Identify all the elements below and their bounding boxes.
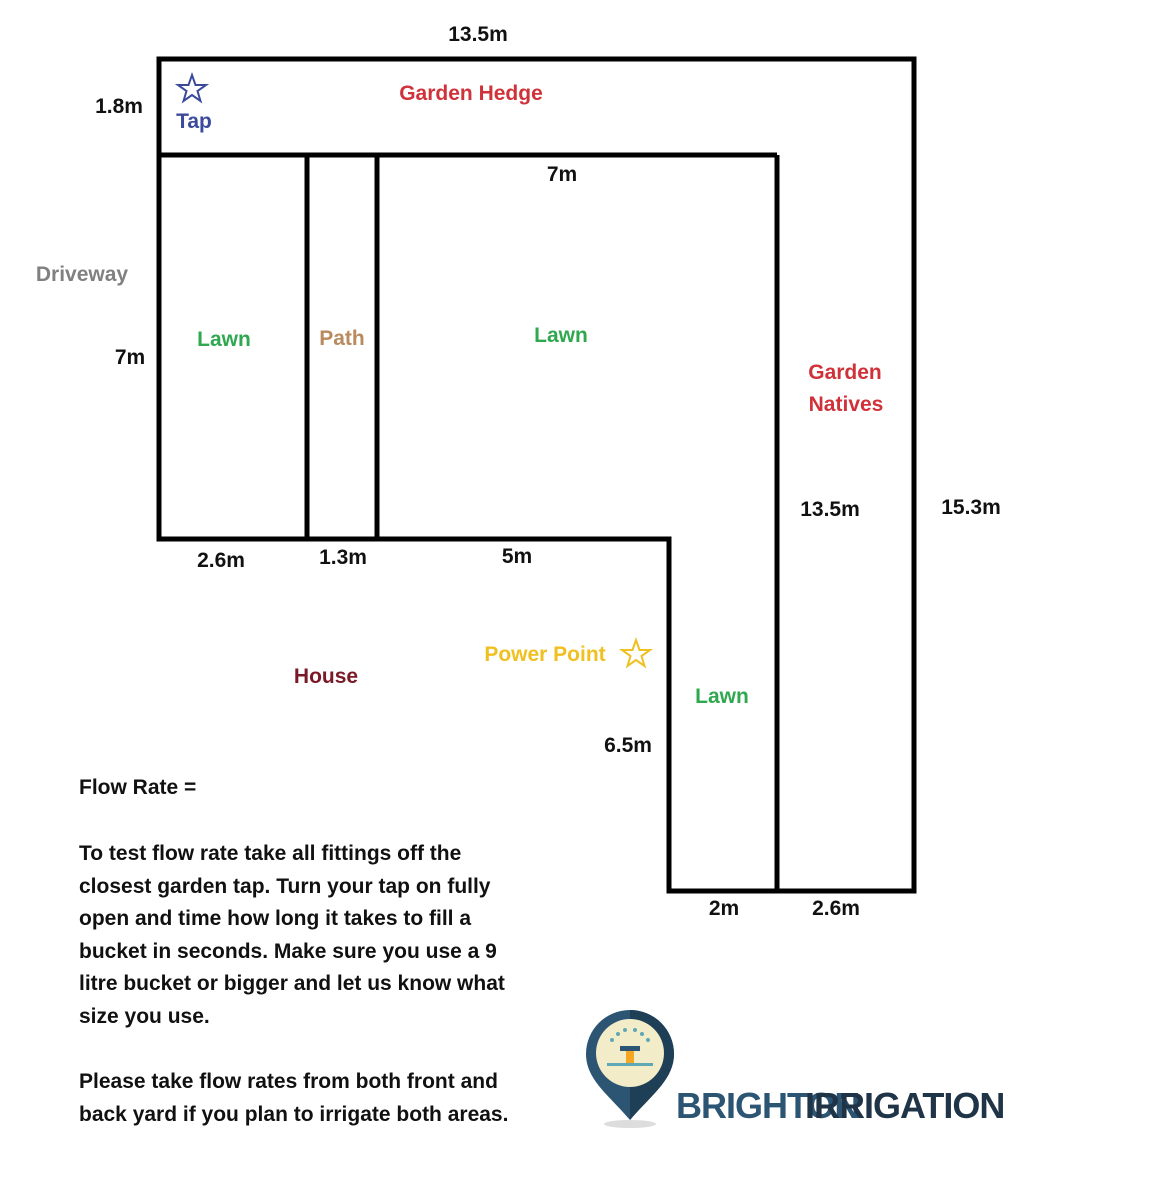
dim-inner-top: 7m <box>547 163 577 186</box>
label-lawn-main: Lawn <box>534 324 588 347</box>
logo-word-brighton: BRIGHTON <box>676 1085 859 1126</box>
label-driveway: Driveway <box>36 263 129 286</box>
dim-bottom-lower-lawn: 2m <box>709 897 739 920</box>
logo-word-irrigation: IRRIGATION <box>805 1085 1004 1126</box>
label-house: House <box>294 665 358 688</box>
dim-lower-lawn: 6.5m <box>604 734 652 757</box>
both-yards-note: Please take flow rates from both front a… <box>79 1070 509 1126</box>
label-garden-hedge: Garden Hedge <box>399 82 543 105</box>
label-power-point: Power Point <box>484 643 605 666</box>
dim-left: 7m <box>115 346 145 369</box>
power-star-icon <box>618 636 654 669</box>
label-lawn-left: Lawn <box>197 328 251 351</box>
dim-hedge: 1.8m <box>95 95 143 118</box>
flow-rate-instructions: To test flow rate take all fittings off … <box>79 842 505 1028</box>
label-garden-natives-1: Garden <box>808 361 882 384</box>
flow-rate-label: Flow Rate = <box>79 776 197 799</box>
dim-right-outer: 15.3m <box>941 496 1001 519</box>
label-path: Path <box>319 327 365 350</box>
dim-bottom-lawn: 2.6m <box>197 549 245 572</box>
dim-top: 13.5m <box>448 23 508 46</box>
outer-boundary <box>156 56 917 894</box>
tap-star-icon <box>174 71 210 104</box>
brighton-irrigation-logo: BRIGHTON IRRIGATION <box>586 1010 1005 1128</box>
label-tap: Tap <box>176 110 212 133</box>
label-lawn-lower: Lawn <box>695 685 749 708</box>
dim-bottom-lawn2: 5m <box>502 545 532 568</box>
dim-bottom-path: 1.3m <box>319 546 367 569</box>
dim-right-inner: 13.5m <box>800 498 860 521</box>
dim-bottom-natives: 2.6m <box>812 897 860 920</box>
label-garden-natives-2: Natives <box>809 393 884 416</box>
